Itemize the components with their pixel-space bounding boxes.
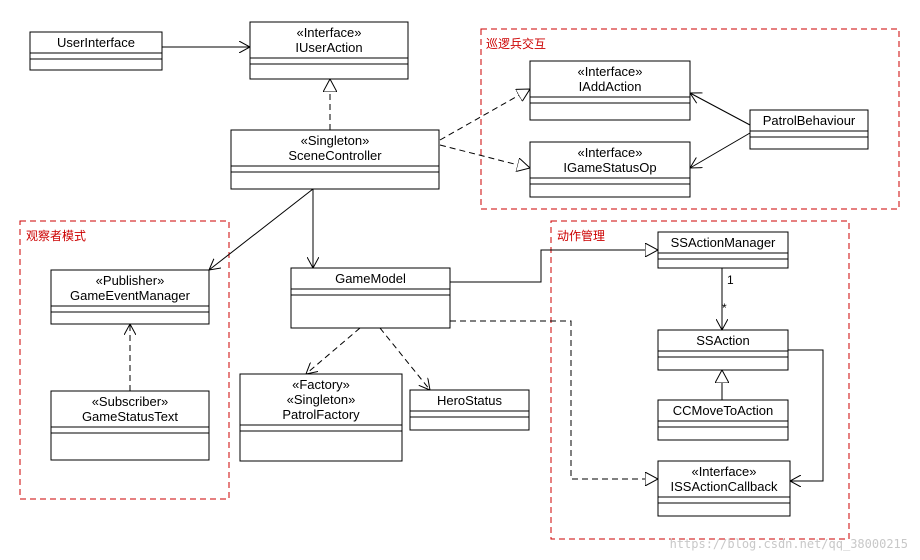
- class-patrol-factory: «Factory»«Singleton»PatrolFactory: [239, 373, 403, 462]
- package-observer: 观察者模式: [19, 220, 230, 500]
- edge-patrolbehaviour-iaddaction: [690, 93, 751, 126]
- package-observer-label: 观察者模式: [26, 229, 86, 243]
- class-label-cc-move-to-action: CCMoveToAction: [673, 403, 773, 418]
- package-patrol-label: 巡逻兵交互: [486, 36, 546, 51]
- class-box-user-interface: [29, 31, 163, 71]
- class-label-i-user-action: «Interface»: [296, 25, 361, 40]
- edge-scenecontroller-igamestatusop: [439, 144, 530, 168]
- class-label-i-add-action: IAddAction: [579, 79, 642, 94]
- class-box-hero-status: [409, 389, 530, 431]
- class-label-iss-action-callback: «Interface»: [691, 464, 756, 479]
- class-box-ss-action-manager: [657, 231, 789, 269]
- class-label-patrol-behaviour: PatrolBehaviour: [763, 113, 856, 128]
- class-i-game-status-op: «Interface»IGameStatusOp: [529, 141, 691, 198]
- class-game-model: GameModel: [290, 267, 451, 329]
- class-label-game-event-manager: GameEventManager: [70, 288, 191, 303]
- edge-ssaction-issactioncallback: [788, 349, 824, 481]
- class-layer: UserInterface«Interface»IUserAction«Sing…: [29, 21, 869, 517]
- class-scene-controller: «Singleton»SceneController: [230, 129, 440, 190]
- class-label-i-add-action: «Interface»: [577, 64, 642, 79]
- class-label-patrol-factory: «Factory»: [292, 377, 350, 392]
- class-iss-action-callback: «Interface»ISSActionCallback: [657, 460, 791, 517]
- class-label-game-status-text: «Subscriber»: [92, 394, 169, 409]
- edge-scenecontroller-iaddaction: [439, 89, 530, 141]
- class-box-game-status-text: [50, 390, 210, 461]
- class-label-i-user-action: IUserAction: [295, 40, 362, 55]
- class-label-i-game-status-op: «Interface»: [577, 145, 642, 160]
- package-action-frame: [550, 220, 850, 540]
- package-action: 动作管理: [550, 220, 850, 540]
- multiplicity-source: 1: [727, 273, 734, 287]
- class-label-iss-action-callback: ISSActionCallback: [671, 479, 778, 494]
- class-game-event-manager: «Publisher»GameEventManager: [50, 269, 210, 325]
- class-label-game-event-manager: «Publisher»: [96, 273, 165, 288]
- multiplicity-target: *: [722, 301, 727, 315]
- class-hero-status: HeroStatus: [409, 389, 530, 431]
- class-box-i-user-action: [249, 21, 409, 80]
- edge-gamemodel-issactioncallback: [450, 320, 658, 479]
- class-label-scene-controller: «Singleton»: [301, 133, 370, 148]
- class-label-ss-action: SSAction: [696, 333, 749, 348]
- class-label-patrol-factory: «Singleton»: [287, 392, 356, 407]
- class-patrol-behaviour: PatrolBehaviour: [749, 109, 869, 150]
- package-patrol-frame: [480, 28, 900, 210]
- class-game-status-text: «Subscriber»GameStatusText: [50, 390, 210, 461]
- class-label-game-model: GameModel: [335, 271, 406, 286]
- class-box-i-add-action: [529, 60, 691, 121]
- watermark: https://blog.csdn.net/qq_38000215: [670, 537, 908, 551]
- class-i-add-action: «Interface»IAddAction: [529, 60, 691, 121]
- class-box-ss-action: [657, 329, 789, 371]
- class-ss-action-manager: SSActionManager: [657, 231, 789, 269]
- class-label-ss-action-manager: SSActionManager: [671, 235, 776, 250]
- class-user-interface: UserInterface: [29, 31, 163, 71]
- class-box-iss-action-callback: [657, 460, 791, 517]
- package-action-label: 动作管理: [557, 228, 605, 243]
- package-patrol: 巡逻兵交互: [480, 28, 900, 210]
- class-box-cc-move-to-action: [657, 399, 789, 441]
- class-box-game-model: [290, 267, 451, 329]
- class-box-scene-controller: [230, 129, 440, 190]
- class-box-game-event-manager: [50, 269, 210, 325]
- class-label-hero-status: HeroStatus: [437, 393, 503, 408]
- class-i-user-action: «Interface»IUserAction: [249, 21, 409, 80]
- class-label-scene-controller: SceneController: [288, 148, 382, 163]
- edge-gamemodel-ssactionmanager: [450, 250, 658, 283]
- edge-gamemodel-patrolfactory: [306, 327, 361, 374]
- class-box-patrol-factory: [239, 373, 403, 462]
- class-box-i-game-status-op: [529, 141, 691, 198]
- class-ss-action: SSAction: [657, 329, 789, 371]
- edge-gamemodel-herostatus: [379, 327, 430, 390]
- class-box-patrol-behaviour: [749, 109, 869, 150]
- package-observer-frame: [19, 220, 230, 500]
- class-cc-move-to-action: CCMoveToAction: [657, 399, 789, 441]
- relationships: [130, 47, 824, 481]
- class-label-user-interface: UserInterface: [57, 35, 135, 50]
- class-label-i-game-status-op: IGameStatusOp: [563, 160, 656, 175]
- class-label-patrol-factory: PatrolFactory: [282, 407, 360, 422]
- edge-patrolbehaviour-igamestatusop: [690, 132, 751, 168]
- class-label-game-status-text: GameStatusText: [82, 409, 178, 424]
- edge-scenecontroller-gameeventmanager: [209, 188, 314, 270]
